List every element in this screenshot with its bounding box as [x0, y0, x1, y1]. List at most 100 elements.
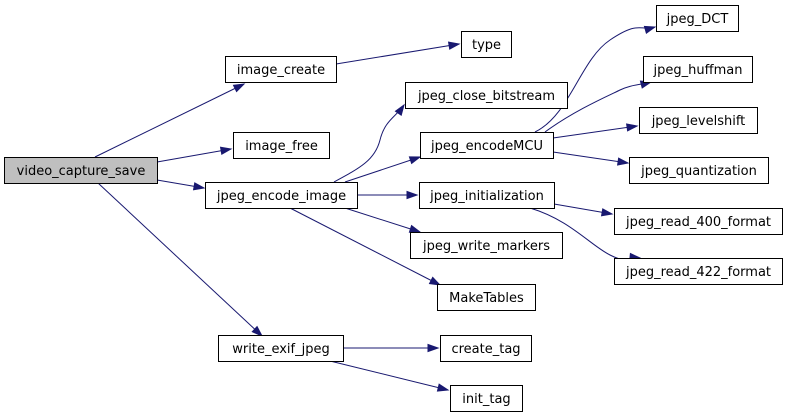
edge-jpeg_encodeMCU-to-jpeg_quantization [552, 151, 630, 166]
node-video_capture_save[interactable]: video_capture_save [4, 157, 158, 184]
node-jpeg_read_400_format[interactable]: jpeg_read_400_format [614, 208, 783, 235]
edge-line [156, 148, 232, 163]
edge-write_exif_jpeg-to-init_tag [329, 360, 450, 392]
edge-video_capture_save-to-image_free [156, 146, 233, 163]
edge-line [289, 207, 441, 286]
node-label: image_free [245, 139, 318, 154]
node-box[interactable] [656, 5, 739, 32]
node-box[interactable] [639, 107, 758, 134]
node-box[interactable] [614, 208, 783, 235]
node-jpeg_huffman[interactable]: jpeg_huffman [643, 56, 753, 83]
arrow-head-icon [408, 156, 422, 165]
node-label: jpeg_write_markers [422, 239, 550, 254]
edge-jpeg_encode_image-to-jpeg_close_bitstream [333, 103, 405, 183]
edge-line [552, 151, 629, 164]
node-MakeTables[interactable]: MakeTables [437, 284, 536, 311]
edge-line [94, 83, 245, 158]
arrow-head-icon [219, 146, 233, 155]
edge-line [344, 156, 421, 183]
arrow-head-icon [643, 25, 657, 34]
node-label: write_exif_jpeg [232, 342, 329, 357]
nodes-layer: video_capture_save image_create image_free… [4, 5, 783, 412]
node-label: type [472, 38, 501, 53]
node-box[interactable] [4, 157, 158, 184]
node-create_tag[interactable]: create_tag [440, 335, 532, 362]
edge-jpeg_encodeMCU-to-jpeg_DCT [534, 25, 657, 133]
node-label: jpeg_quantization [640, 164, 757, 179]
edge-line [333, 104, 405, 183]
node-box[interactable] [420, 132, 554, 159]
arrow-head-icon [436, 383, 450, 392]
edge-line [544, 81, 652, 133]
edge-line [97, 182, 263, 337]
node-box[interactable] [233, 132, 330, 159]
node-jpeg_close_bitstream[interactable]: jpeg_close_bitstream [405, 82, 568, 109]
node-jpeg_read_422_format[interactable]: jpeg_read_422_format [614, 258, 783, 285]
node-jpeg_quantization[interactable]: jpeg_quantization [629, 157, 769, 184]
node-box[interactable] [225, 56, 337, 83]
edge-jpeg_encode_image-to-jpeg_initialization [357, 190, 419, 200]
arrow-head-icon [192, 182, 206, 191]
node-box[interactable] [419, 182, 555, 209]
arrow-head-icon [251, 325, 264, 338]
node-label: jpeg_read_422_format [625, 265, 771, 280]
arrow-head-icon [406, 190, 419, 200]
node-box[interactable] [437, 284, 536, 311]
node-label: jpeg_initialization [429, 189, 544, 204]
node-type[interactable]: type [461, 31, 512, 58]
node-write_exif_jpeg[interactable]: write_exif_jpeg [218, 335, 344, 362]
edge-write_exif_jpeg-to-create_tag [343, 343, 440, 353]
node-jpeg_initialization[interactable]: jpeg_initialization [419, 182, 555, 209]
edge-line [335, 43, 460, 65]
node-box[interactable] [410, 232, 563, 259]
node-box[interactable] [629, 157, 769, 184]
node-label: jpeg_encodeMCU [430, 139, 543, 154]
node-label: jpeg_encode_image [216, 189, 346, 204]
arrow-head-icon [427, 343, 440, 353]
node-label: jpeg_close_bitstream [417, 89, 555, 104]
edge-video_capture_save-to-write_exif_jpeg [97, 182, 264, 338]
arrow-head-icon [394, 103, 405, 117]
node-label: create_tag [451, 342, 520, 357]
arrow-head-icon [428, 276, 442, 286]
node-jpeg_encodeMCU[interactable]: jpeg_encodeMCU [420, 132, 554, 159]
node-jpeg_DCT[interactable]: jpeg_DCT [656, 5, 739, 32]
edge-video_capture_save-to-image_create [94, 83, 246, 158]
node-jpeg_encode_image[interactable]: jpeg_encode_image [205, 182, 358, 209]
node-image_create[interactable]: image_create [225, 56, 337, 83]
edge-video_capture_save-to-jpeg_encode_image [156, 179, 206, 191]
node-box[interactable] [643, 56, 753, 83]
node-label: init_tag [462, 392, 510, 407]
edge-jpeg_encode_image-to-MakeTables [289, 207, 442, 286]
node-box[interactable] [450, 385, 523, 412]
node-label: MakeTables [449, 291, 524, 306]
node-jpeg_write_markers[interactable]: jpeg_write_markers [410, 232, 563, 259]
edge-jpeg_encode_image-to-jpeg_encodeMCU [344, 156, 422, 183]
node-box[interactable] [440, 335, 532, 362]
arrow-head-icon [600, 208, 614, 217]
arrow-head-icon [447, 41, 461, 50]
node-box[interactable] [461, 31, 512, 58]
edge-line [344, 207, 421, 233]
node-label: jpeg_DCT [666, 12, 729, 27]
arrow-head-icon [408, 224, 422, 233]
edge-jpeg_encodeMCU-to-jpeg_levelshift [552, 123, 639, 139]
node-label: jpeg_huffman [653, 63, 743, 78]
node-box[interactable] [405, 82, 568, 109]
node-init_tag[interactable]: init_tag [450, 385, 523, 412]
node-label: image_create [237, 63, 325, 78]
node-image_free[interactable]: image_free [233, 132, 330, 159]
arrow-head-icon [232, 83, 246, 93]
edge-line [534, 26, 656, 133]
node-label: jpeg_levelshift [651, 114, 746, 129]
node-box[interactable] [218, 335, 344, 362]
arrow-head-icon [617, 157, 630, 166]
node-box[interactable] [614, 258, 783, 285]
edges-layer [94, 25, 657, 392]
edge-jpeg_encode_image-to-jpeg_write_markers [344, 207, 422, 233]
arrow-head-icon [626, 123, 639, 132]
node-box[interactable] [205, 182, 358, 209]
node-jpeg_levelshift[interactable]: jpeg_levelshift [639, 107, 758, 134]
edge-image_create-to-type [335, 41, 461, 65]
